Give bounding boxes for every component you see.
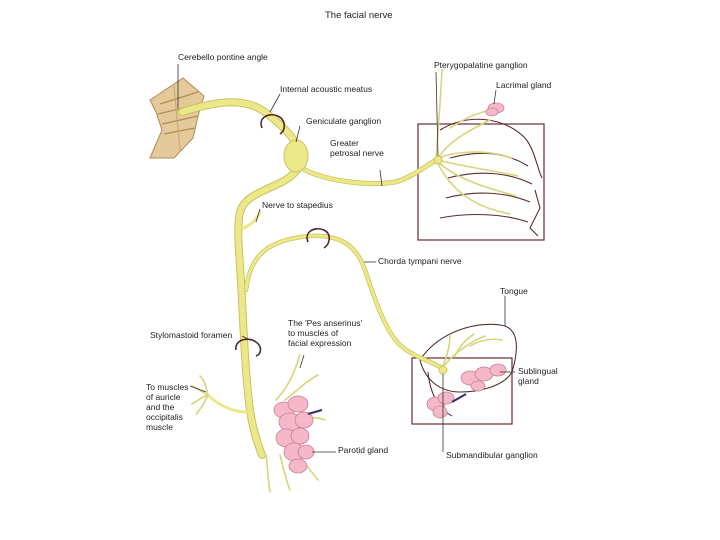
label-submandibular-ganglion: Submandibular ganglion — [446, 450, 538, 460]
sublingual-gland — [460, 363, 507, 392]
greater-petrosal-branch — [302, 69, 519, 215]
label-geniculate-ganglion: Geniculate ganglion — [306, 116, 381, 126]
label-internal-acoustic-meatus: Internal acoustic meatus — [280, 84, 372, 94]
label-pes-anserinus-2: to muscles of — [288, 328, 339, 338]
label-muscles-3: and the — [146, 402, 175, 412]
label-cerebellopontine-angle: Cerebello pontine angle — [178, 52, 268, 62]
label-muscles-5: muscle — [146, 422, 173, 432]
label-tongue: Tongue — [500, 286, 528, 296]
label-muscles-1: To muscles — [146, 382, 189, 392]
label-pes-anserinus-3: facial expression — [288, 338, 352, 348]
label-stylomastoid-foramen: Stylomastoid foramen — [150, 330, 232, 340]
label-chorda-tympani: Chorda tympani nerve — [378, 256, 462, 266]
posterior-auricular-branch — [191, 375, 250, 415]
foramen-hooks — [235, 113, 331, 357]
facial-nerve-trunk — [178, 98, 309, 459]
diagram-title: The facial nerve — [325, 10, 393, 21]
label-sublingual-2: gland — [518, 376, 539, 386]
chorda-tympani-branch — [243, 233, 503, 375]
label-pes-anserinus-1: The 'Pes anserinus' — [288, 318, 362, 328]
label-parotid-gland: Parotid gland — [338, 445, 388, 455]
label-muscles-4: occipitalis — [146, 412, 183, 422]
label-greater-petrosal-1: Greater — [330, 138, 359, 148]
parotid-gland — [273, 395, 323, 474]
label-nerve-to-stapedius: Nerve to stapedius — [262, 200, 333, 210]
labels: Cerebello pontine angle Internal acousti… — [146, 52, 558, 460]
stapedius-branch — [241, 210, 262, 230]
label-greater-petrosal-2: petrosal nerve — [330, 148, 384, 158]
submandibular-gland — [426, 391, 467, 419]
cerebellopontine-bone — [149, 77, 205, 159]
label-lacrimal-gland: Lacrimal gland — [496, 80, 552, 90]
label-pterygopalatine-ganglion: Pterygopalatine ganglion — [434, 60, 528, 70]
leader-lines — [177, 64, 515, 453]
label-muscles-2: of auricle — [146, 392, 181, 402]
label-sublingual-1: Sublingual — [518, 366, 558, 376]
